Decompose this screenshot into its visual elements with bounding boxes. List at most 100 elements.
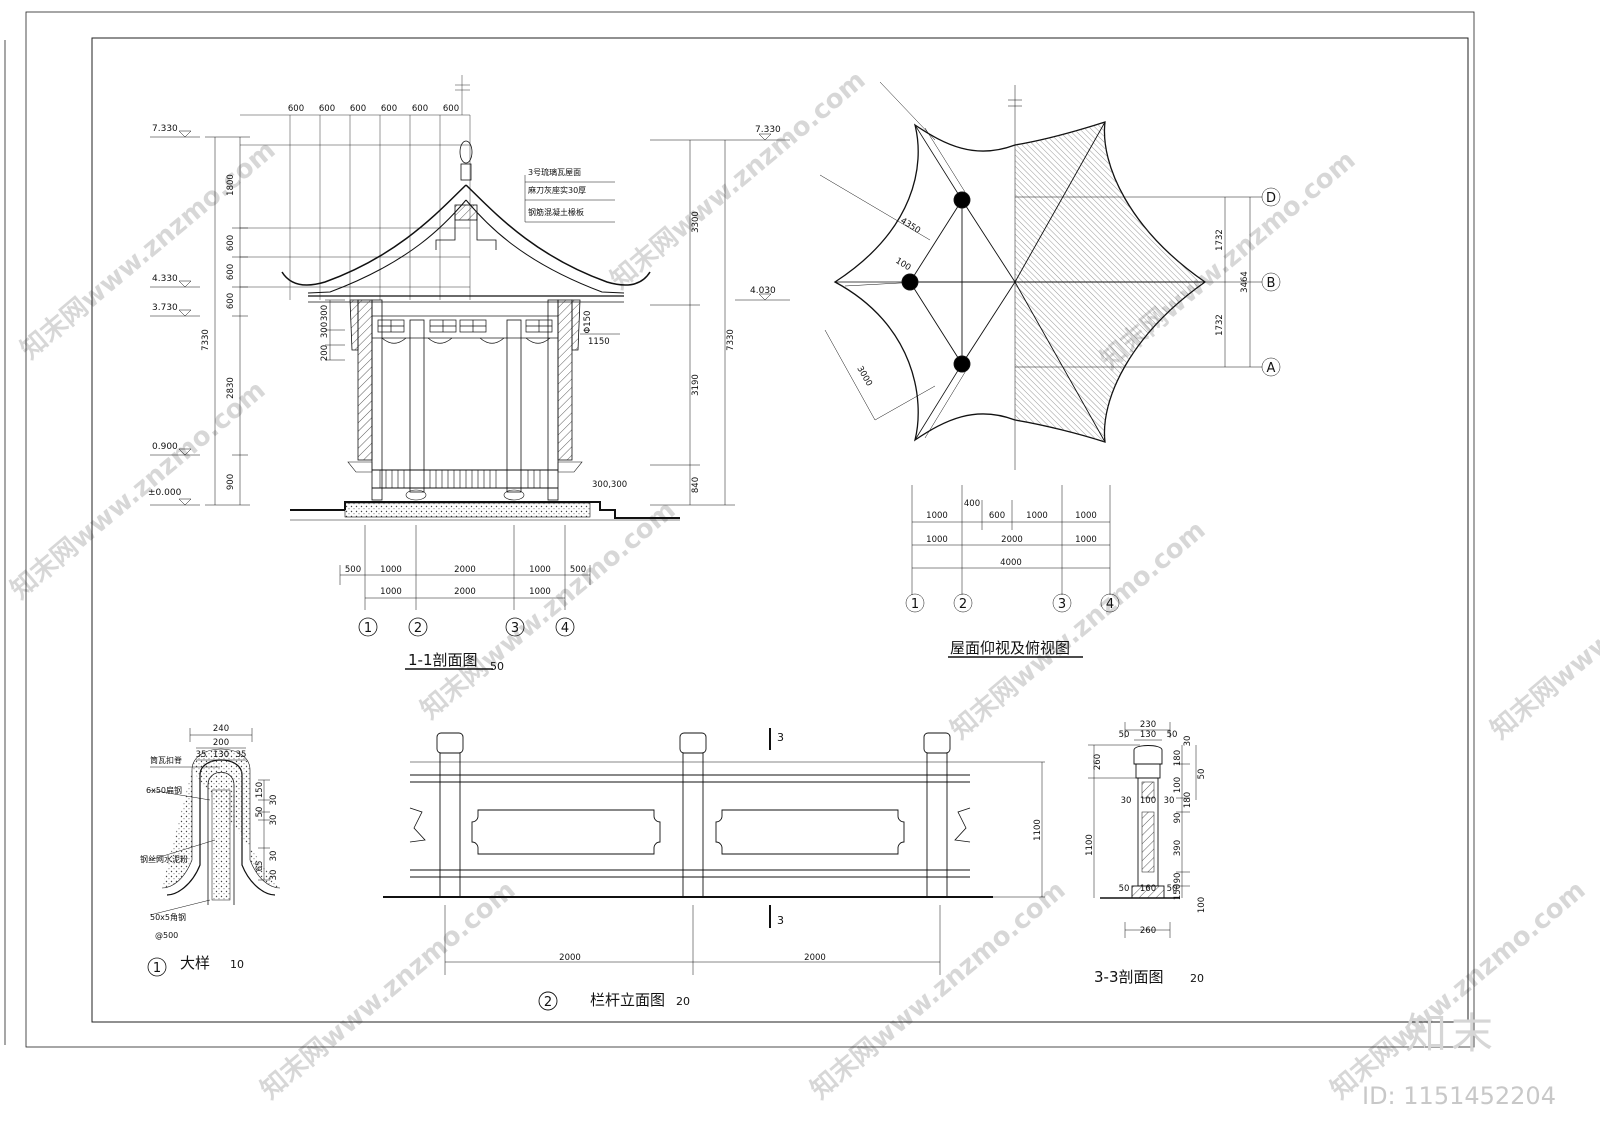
eave-dim-1150: 1150 xyxy=(588,337,610,347)
note-roof-tile: 3号琉璃瓦屋面 xyxy=(528,167,581,177)
railing-cut-bottom: 3 xyxy=(777,914,784,927)
d1-label-ridge: 筒瓦扣脊 xyxy=(150,755,182,765)
d1-title: 大样 xyxy=(180,954,210,972)
railing-panel-left xyxy=(471,809,661,855)
roof-column-top xyxy=(953,191,971,209)
d1-marker-text: 1 xyxy=(153,961,161,976)
roof-column-mid xyxy=(901,273,919,291)
section-axis-4: 4 xyxy=(561,621,569,636)
d1-dim-35b: 35 xyxy=(236,750,247,760)
sheet-frame xyxy=(4,11,1475,1048)
d1-side-50: 50 xyxy=(255,807,265,818)
radial-dim-4350: 4350 xyxy=(898,216,922,236)
lattice-frieze xyxy=(371,315,559,344)
d1-dim-130: 130 xyxy=(213,750,229,760)
railing-marker-text: 2 xyxy=(544,995,552,1010)
railing-elevation-view xyxy=(383,728,1045,1011)
section-1-1-view xyxy=(150,75,790,670)
right-dim-3300: 3300 xyxy=(691,211,701,233)
s33-r-100b: 100 xyxy=(1197,897,1207,913)
d1-scale: 10 xyxy=(230,958,244,971)
section-axis-3: 3 xyxy=(511,621,519,636)
roof-right-total-3464: 3464 xyxy=(1240,271,1250,293)
roof-axis-A: A xyxy=(1267,361,1276,376)
watermarks: 知末网www.znzmo.com 知末网www.znzmo.com 知末网www… xyxy=(5,65,1600,1105)
right-dim-840: 840 xyxy=(691,477,701,493)
inner-dim-200: 200 xyxy=(320,345,330,361)
s33-r-90a: 90 xyxy=(1173,813,1183,824)
note-mortar: 麻刀灰座实30厚 xyxy=(528,185,586,195)
note-leader-lines xyxy=(524,175,615,223)
top-dim-2: 600 xyxy=(319,104,335,114)
roof-b-total-4000: 4000 xyxy=(1000,558,1022,568)
level-0900: 0.900 xyxy=(152,442,178,452)
note-concrete: 钢筋混凝土椽板 xyxy=(528,207,584,217)
watermark-5: 知末网www.znzmo.com xyxy=(415,495,681,725)
bottom2-1000b: 1000 xyxy=(529,587,551,597)
s33-r-180b: 180 xyxy=(1183,792,1193,808)
s33-r-30: 30 xyxy=(1183,736,1193,747)
railing-height: 1100 xyxy=(1033,819,1043,841)
bottom-2000: 2000 xyxy=(454,565,476,575)
s33-m-30a: 30 xyxy=(1121,796,1132,806)
column-inner-right xyxy=(506,319,522,493)
roof-b1-1000a: 1000 xyxy=(926,511,948,521)
roof-axis-4: 4 xyxy=(1106,597,1114,612)
bottom-1000b: 1000 xyxy=(529,565,551,575)
s33-top-130: 130 xyxy=(1140,730,1156,740)
d1-label-mesh: 钢丝网水泥粉 xyxy=(140,854,188,864)
column-right xyxy=(557,299,573,461)
d1-side-30a: 30 xyxy=(269,795,279,806)
roof-b2-2000: 2000 xyxy=(1001,535,1023,545)
right-level-7330: 7.330 xyxy=(755,125,781,135)
watermark-10: 知末网www.znzmo.com xyxy=(1325,875,1591,1105)
top-dim-1: 600 xyxy=(288,104,304,114)
roof-axis-1: 1 xyxy=(911,597,919,612)
roof-axis-3: 3 xyxy=(1058,597,1066,612)
s33-b-160: 160 xyxy=(1140,884,1156,894)
s33-scale: 20 xyxy=(1190,972,1204,985)
d1-side-30c: 30 xyxy=(269,851,279,862)
top-dim-5: 600 xyxy=(412,104,428,114)
s33-b-50a: 50 xyxy=(1119,884,1130,894)
roof-axis-2: 2 xyxy=(959,597,967,612)
s33-l-1100: 1100 xyxy=(1085,834,1095,856)
d1-label-flat-steel: 6x50扁钢 xyxy=(146,785,182,795)
left-dim-2830: 2830 xyxy=(226,377,236,399)
s33-r-390: 390 xyxy=(1173,840,1183,856)
column-inner-left xyxy=(409,319,425,493)
roof-b1-1000c: 1000 xyxy=(1075,511,1097,521)
radial-dim-3000: 3000 xyxy=(854,365,873,389)
section-3-3-text: 230 130 50 50 30 180 50 100 180 90 390 9… xyxy=(1085,720,1207,986)
d1-side-150: 150 xyxy=(255,782,265,798)
section-3-3-view xyxy=(1088,722,1197,938)
d1-side-30d: 30 xyxy=(269,870,279,881)
top-dim-6: 600 xyxy=(443,104,459,114)
bottom2-1000a: 1000 xyxy=(380,587,402,597)
section-axis-1: 1 xyxy=(364,621,372,636)
roof-frame xyxy=(835,124,1016,441)
right-dim-chain xyxy=(580,133,790,506)
railing-text: 1100 2000 2000 3 3 2 栏杆立面图 20 xyxy=(544,731,1043,1010)
section-axis-bubbles xyxy=(358,617,575,637)
s33-side-50a: 50 xyxy=(1119,730,1130,740)
step-dim: 300,300 xyxy=(592,480,627,490)
left-total-7330: 7330 xyxy=(201,329,211,351)
roof-b2-1000a: 1000 xyxy=(926,535,948,545)
railing-span-1: 2000 xyxy=(559,953,581,963)
roof-b1-1000b: 1000 xyxy=(1026,511,1048,521)
right-level-4030: 4.030 xyxy=(750,286,776,296)
s33-m-100: 100 xyxy=(1140,796,1156,806)
railing-title: 栏杆立面图 xyxy=(590,991,665,1009)
s33-r-90b: 90 xyxy=(1173,873,1183,884)
section-1-1-text: 600 600 600 600 600 600 7.330 4.330 3.73… xyxy=(148,104,781,673)
roof-axis-D: D xyxy=(1266,191,1276,206)
top-dim-4: 600 xyxy=(381,104,397,114)
detail-1-text: 240 200 35 130 35 150 30 50 30 30 65 30 … xyxy=(140,724,279,976)
s33-side-50b: 50 xyxy=(1167,730,1178,740)
railing-cut-top: 3 xyxy=(777,731,784,744)
s33-r-50: 50 xyxy=(1197,769,1207,780)
watermark-6: 知末网www.znzmo.com xyxy=(945,515,1211,745)
d1-side-30b: 30 xyxy=(269,815,279,826)
roof-b1-600: 600 xyxy=(989,511,1005,521)
